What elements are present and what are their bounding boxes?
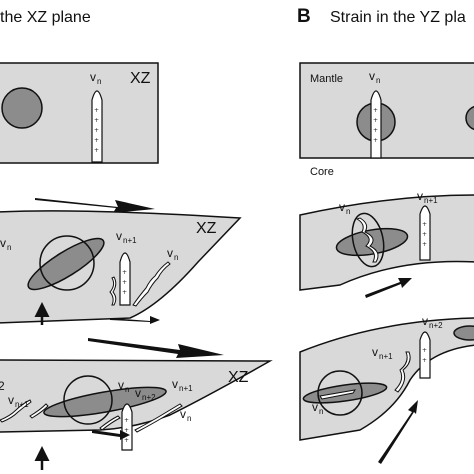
strain-reference-circle-b2 <box>317 370 363 416</box>
plane-label-xz-3: XZ <box>228 369 249 386</box>
svg-text:n: n <box>376 76 380 85</box>
vein-n-plus-2-b <box>419 331 431 379</box>
svg-text:v: v <box>369 69 375 83</box>
svg-text:n: n <box>7 243 11 252</box>
svg-text:v: v <box>312 400 318 414</box>
vein-n-folded <box>132 261 171 307</box>
svg-text:v: v <box>422 314 428 328</box>
vein-n-deformed <box>109 276 117 306</box>
svg-text:+: + <box>373 137 378 144</box>
vein-n-plus-1 <box>119 252 131 306</box>
core-label: Core <box>310 166 334 178</box>
svg-text:n+1: n+1 <box>15 400 29 409</box>
svg-text:n: n <box>346 207 350 216</box>
svg-text:+: + <box>422 221 427 228</box>
svg-text:+: + <box>94 127 99 134</box>
svg-text:v: v <box>372 345 378 359</box>
svg-text:v: v <box>8 393 14 407</box>
strain-ellipse-b-right <box>453 325 474 341</box>
svg-text:+: + <box>373 117 378 124</box>
svg-text:+: + <box>94 117 99 124</box>
mantle-label: Mantle <box>310 73 343 85</box>
shear-arrow-top-2 <box>88 338 224 358</box>
strain-ellipse <box>27 237 105 291</box>
svg-text:+: + <box>373 127 378 134</box>
svg-text:n+1: n+1 <box>424 196 438 205</box>
svg-text:v: v <box>417 189 423 203</box>
shear-arrow-top-1 <box>35 198 155 213</box>
plane-label-xz-1: XZ <box>130 70 151 87</box>
svg-text:2: 2 <box>0 379 5 393</box>
shear-arrow-bottom-2 <box>92 430 130 440</box>
panel-a-block-3: + + + 2 v n+1 v n v n+2 v n+1 v n XZ <box>0 359 273 451</box>
strain-reference-ellipse-b <box>351 212 385 268</box>
panel-b-block-3: + + v n+1 v n+2 v n <box>299 314 474 441</box>
plane-label-xz-2: XZ <box>196 220 217 237</box>
svg-text:+: + <box>122 279 127 286</box>
panel-b-letter: B <box>297 6 311 27</box>
svg-text:+: + <box>422 357 427 364</box>
svg-text:v: v <box>0 236 6 250</box>
svg-text:n+1: n+1 <box>123 236 137 245</box>
panel-b-block-2: + + + v n v n+1 <box>299 189 474 291</box>
svg-text:v: v <box>339 200 345 214</box>
shear-arrow-b-2 <box>378 400 418 464</box>
vein-n-plus-1-folded-b <box>394 351 411 393</box>
svg-text:v: v <box>172 377 178 391</box>
vein-n-plus-2 <box>121 403 133 451</box>
strain-marker-circle-b2 <box>465 105 474 131</box>
svg-text:v: v <box>167 246 173 260</box>
svg-text:+: + <box>124 417 129 424</box>
svg-text:+: + <box>94 107 99 114</box>
svg-text:+: + <box>124 427 129 434</box>
svg-text:n: n <box>319 407 323 416</box>
svg-text:v: v <box>180 407 186 421</box>
svg-text:n: n <box>174 253 178 262</box>
vein-folded-mid <box>29 403 49 419</box>
vein-folded-lower <box>99 415 121 431</box>
vein-label-n: n <box>97 77 101 86</box>
svg-text:n: n <box>187 414 191 423</box>
svg-text:v: v <box>118 378 124 392</box>
vein-folded-right <box>134 403 183 433</box>
shear-arrow-bottom-1 <box>110 316 160 324</box>
svg-text:n: n <box>125 385 129 394</box>
svg-text:+: + <box>94 147 99 154</box>
svg-text:+: + <box>422 231 427 238</box>
panel-b-block-1: + + + + Mantle Core v n <box>299 62 474 178</box>
vein-folded-left <box>0 399 32 423</box>
yz-plane-strongly-curved <box>299 317 474 441</box>
panel-a-block-1: + + + + + v n XZ <box>0 62 159 164</box>
panel-a-title: the XZ plane <box>0 9 91 26</box>
vein-n-plus-1-b <box>419 205 431 261</box>
svg-text:n+2: n+2 <box>429 321 443 330</box>
strain-reference-circle <box>39 235 95 291</box>
svg-text:n+1: n+1 <box>179 384 193 393</box>
shear-arrow-b-1 <box>365 278 412 298</box>
svg-text:+: + <box>122 269 127 276</box>
svg-text:v: v <box>135 386 141 400</box>
svg-text:n+2: n+2 <box>142 393 156 402</box>
svg-text:+: + <box>124 437 129 444</box>
svg-text:+: + <box>122 289 127 296</box>
vein-n-flattened-b <box>319 389 357 400</box>
svg-text:n+1: n+1 <box>379 352 393 361</box>
strain-marker-circle <box>1 87 43 129</box>
panel-b-title: Strain in the YZ pla <box>330 9 466 26</box>
svg-text:+: + <box>94 137 99 144</box>
svg-text:+: + <box>373 107 378 114</box>
svg-text:+: + <box>422 347 427 354</box>
svg-text:v: v <box>116 229 122 243</box>
vein-n <box>91 90 103 163</box>
vein-n-folded-b <box>355 217 379 263</box>
strain-reference-circle-2 <box>63 375 113 425</box>
strain-ellipse-2 <box>43 386 167 418</box>
vein-n-b <box>370 90 382 159</box>
panel-a-block-2: + + + v n v n+1 v n XZ <box>0 210 242 324</box>
vein-label-v: v <box>90 70 96 84</box>
svg-text:+: + <box>422 241 427 248</box>
